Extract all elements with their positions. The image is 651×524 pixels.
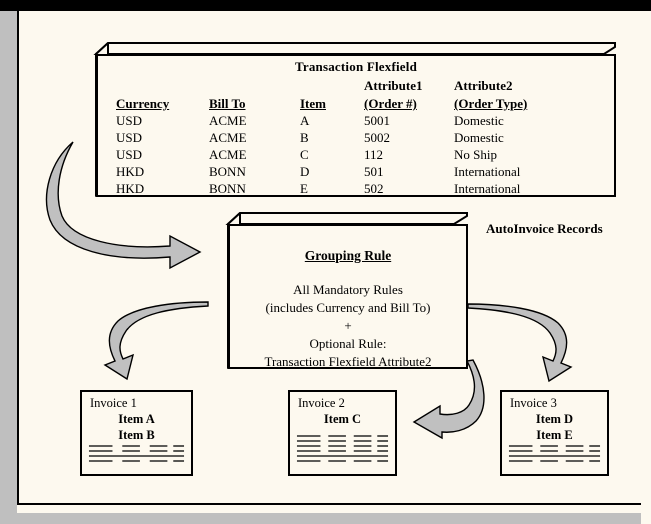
transaction-flexfield-box: Transaction Flexfield Attribute1 Attribu… bbox=[84, 42, 616, 197]
invoice-card-3: Invoice 3 Item D Item E bbox=[500, 390, 609, 476]
grouping-rule-line-1: All Mandatory Rules bbox=[293, 282, 403, 297]
cell-item: B bbox=[300, 130, 309, 145]
cell-billto: ACME bbox=[209, 130, 247, 145]
arrow-grouping-rule-to-invoice-3 bbox=[466, 303, 581, 385]
curved-arrow-icon bbox=[467, 303, 573, 383]
cell-billto: BONN bbox=[209, 181, 246, 196]
invoice-ruled-lines bbox=[507, 443, 602, 465]
cell-attribute2: Domestic bbox=[454, 130, 504, 145]
table-row: USD ACME A 5001 Domestic bbox=[116, 113, 574, 130]
table-head: Attribute1 Attribute2 Currency Bill To I… bbox=[116, 78, 574, 113]
cell-item: E bbox=[300, 181, 308, 196]
ruled-lines-glyph bbox=[508, 445, 601, 462]
header-currency-line1 bbox=[116, 78, 209, 95]
table-row: USD ACME C 112 No Ship bbox=[116, 147, 574, 164]
grouping-rule-line-4: Optional Rule: bbox=[309, 336, 387, 351]
transaction-flexfield-table: Attribute1 Attribute2 Currency Bill To I… bbox=[116, 78, 616, 198]
table-row: HKD BONN D 501 International bbox=[116, 164, 574, 181]
header-currency: Currency bbox=[116, 96, 170, 111]
header-billto: Bill To bbox=[209, 96, 246, 111]
table-header-row-top: Attribute1 Attribute2 bbox=[116, 78, 574, 95]
invoice-ruled-lines bbox=[295, 433, 390, 465]
cell-currency: HKD bbox=[116, 181, 145, 196]
table-row: USD ACME B 5002 Domestic bbox=[116, 130, 574, 147]
invoice-items: Item D Item E bbox=[502, 411, 607, 443]
invoice-item: Item D bbox=[535, 412, 574, 426]
curved-arrow-icon bbox=[103, 301, 209, 381]
invoice-items: Item C bbox=[290, 411, 395, 427]
autoinvoice-records-label: AutoInvoice Records bbox=[486, 221, 603, 236]
cell-attribute1: 502 bbox=[364, 181, 384, 196]
cell-attribute1: 5002 bbox=[364, 130, 390, 145]
invoice-card-2: Invoice 2 Item C bbox=[288, 390, 397, 476]
ruled-lines-glyph bbox=[88, 445, 185, 462]
header-item-line1 bbox=[300, 78, 364, 95]
invoice-title: Invoice 2 bbox=[298, 396, 345, 410]
invoice-card-1: Invoice 1 Item A Item B bbox=[80, 390, 193, 476]
frame-inner-bottom-rule bbox=[17, 503, 641, 505]
grouping-rule-body: All Mandatory Rules (includes Currency a… bbox=[228, 281, 468, 371]
header-attribute1-line1: Attribute1 bbox=[364, 78, 423, 93]
arrow-transaction-to-grouping-rule bbox=[40, 140, 210, 270]
curved-arrow-icon bbox=[45, 141, 202, 270]
header-attribute1: (Order #) bbox=[364, 96, 417, 111]
table-body: USD ACME A 5001 Domestic USD ACME B 5002… bbox=[116, 113, 574, 198]
cell-currency: USD bbox=[116, 147, 143, 162]
cell-billto: ACME bbox=[209, 147, 247, 162]
grouping-rule-title: Grouping Rule bbox=[304, 248, 392, 263]
cell-attribute2: No Ship bbox=[454, 147, 497, 162]
header-billto-line1 bbox=[209, 78, 300, 95]
invoice-item: Item B bbox=[118, 428, 155, 442]
invoice-items: Item A Item B bbox=[82, 411, 191, 443]
invoice-title: Invoice 3 bbox=[510, 396, 557, 410]
transaction-box-front-face bbox=[96, 54, 616, 197]
cell-attribute2: International bbox=[454, 181, 521, 196]
cell-attribute2: International bbox=[454, 164, 521, 179]
flexfield-table: Attribute1 Attribute2 Currency Bill To I… bbox=[116, 78, 574, 198]
grouping-rule-line-5: Transaction Flexfield Attribute2 bbox=[264, 354, 432, 369]
cell-attribute1: 5001 bbox=[364, 113, 390, 128]
arrow-grouping-rule-to-invoice-1 bbox=[100, 301, 210, 383]
header-attribute2-line1: Attribute2 bbox=[454, 78, 513, 93]
cell-attribute2: Domestic bbox=[454, 113, 504, 128]
cell-attribute1: 112 bbox=[364, 147, 384, 162]
grouping-rule-content: Grouping Rule All Mandatory Rules (inclu… bbox=[228, 224, 468, 369]
cell-currency: USD bbox=[116, 130, 143, 145]
curved-arrow-icon bbox=[412, 359, 485, 440]
invoice-item: Item A bbox=[118, 412, 155, 426]
cell-currency: HKD bbox=[116, 164, 145, 179]
table-header-row-bottom: Currency Bill To Item (Order #) (Order T… bbox=[116, 95, 574, 113]
cell-item: A bbox=[300, 113, 310, 128]
transaction-flexfield-title: Transaction Flexfield bbox=[294, 59, 418, 74]
grouping-rule-line-2: (includes Currency and Bill To) bbox=[265, 300, 431, 315]
invoice-item: Item E bbox=[536, 428, 573, 442]
grouping-rule-line-3: + bbox=[344, 318, 352, 333]
arrow-grouping-rule-to-invoice-2 bbox=[410, 358, 500, 440]
header-item: Item bbox=[300, 96, 326, 111]
frame-bottom-shadow bbox=[0, 513, 641, 524]
cell-currency: USD bbox=[116, 113, 143, 128]
frame-top-bar bbox=[0, 0, 651, 11]
header-attribute2: (Order Type) bbox=[454, 96, 528, 111]
invoice-title: Invoice 1 bbox=[90, 396, 137, 410]
grouping-rule-front-face bbox=[228, 224, 468, 369]
cell-item: D bbox=[300, 164, 310, 179]
ruled-lines-glyph bbox=[296, 435, 389, 462]
invoice-item: Item C bbox=[323, 412, 362, 426]
frame-inner-left-rule bbox=[17, 11, 19, 505]
cell-attribute1: 501 bbox=[364, 164, 384, 179]
frame-left-shadow bbox=[0, 11, 17, 514]
invoice-ruled-lines bbox=[87, 443, 186, 465]
table-row: HKD BONN E 502 International bbox=[116, 181, 574, 198]
cell-billto: BONN bbox=[209, 164, 246, 179]
cell-billto: ACME bbox=[209, 113, 247, 128]
grouping-rule-box: Grouping Rule All Mandatory Rules (inclu… bbox=[214, 212, 468, 369]
cell-item: C bbox=[300, 147, 309, 162]
